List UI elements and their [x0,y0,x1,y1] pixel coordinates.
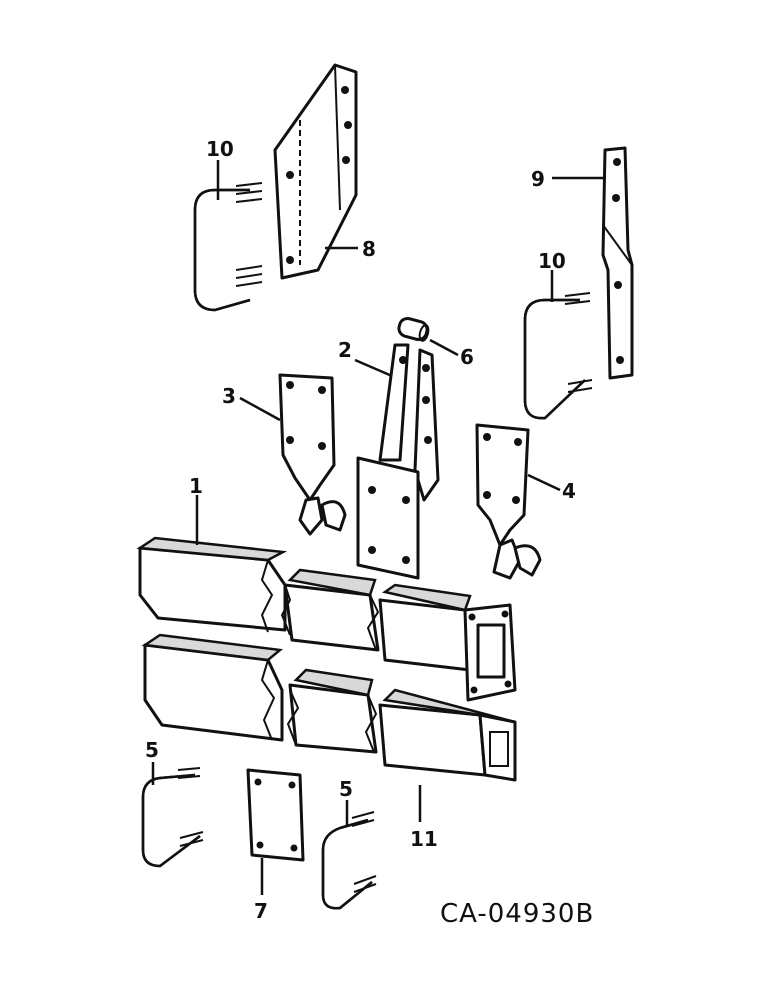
callout-4: 4 [562,479,576,503]
tube-1 [136,536,517,702]
leader-2 [354,358,393,378]
bracket-3 [278,373,347,536]
plate-8 [273,63,358,280]
leader-3 [239,396,281,422]
callout-6: 6 [460,345,474,369]
mast-2 [356,343,440,580]
callout-8: 8 [362,237,376,261]
leader-6 [429,338,459,357]
callout-2: 2 [338,338,352,362]
callout-3: 3 [222,384,236,408]
callout-5-left: 5 [145,738,159,762]
callout-7: 7 [254,899,268,923]
callout-5-right: 5 [339,777,353,801]
leader-4 [527,473,561,492]
callout-10-right: 10 [538,249,566,273]
drawing-code: CA-04930B [440,899,594,929]
callout-10-left: 10 [206,137,234,161]
callout-9: 9 [531,167,545,191]
plate-7 [246,768,305,862]
strap-9 [601,146,634,380]
u-bolt-10-left [193,182,263,312]
callout-11: 11 [410,827,438,851]
callout-1: 1 [189,474,203,498]
bracket-4 [475,423,542,580]
u-bolt-10-right [523,292,593,420]
tube-11 [141,633,517,782]
u-bolt-5-right [321,811,377,910]
bushing-6 [397,316,430,342]
